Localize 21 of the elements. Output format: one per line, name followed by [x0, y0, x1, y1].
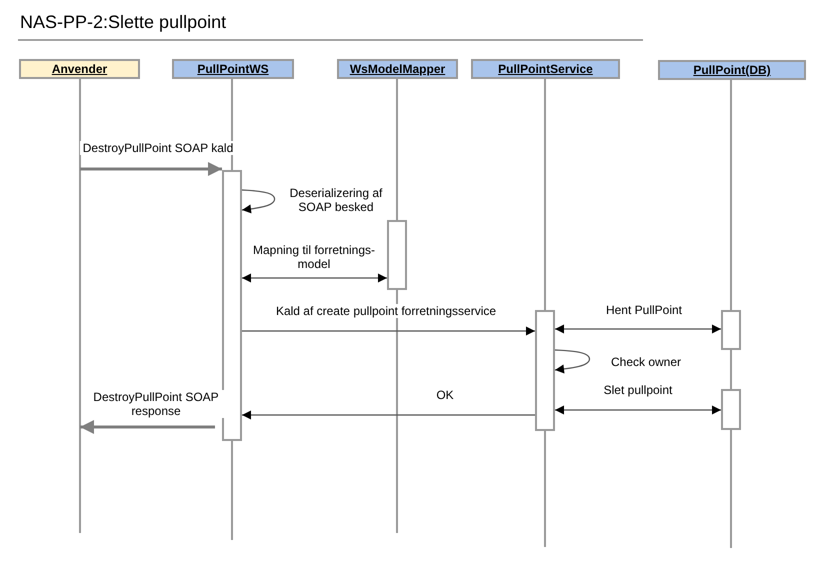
activation-bar — [387, 220, 407, 290]
activation-bar — [535, 310, 555, 431]
diagram-title: NAS-PP-2:Slette pullpoint — [20, 12, 226, 33]
message-arrow — [555, 324, 721, 334]
message-label: DestroyPullPoint SOAP kald — [80, 141, 236, 155]
lifeline-header: PullPoint(DB) — [658, 60, 806, 80]
activation-bar — [222, 170, 242, 441]
message-arrow — [80, 420, 215, 434]
lifeline-header: PullPointService — [471, 59, 620, 79]
lifeline-header: WsModelMapper — [337, 59, 458, 79]
self-message-arrow — [554, 349, 590, 374]
lifeline-header: PullPointWS — [172, 59, 294, 79]
message-arrow — [242, 274, 387, 282]
message-arrow — [80, 162, 222, 176]
message-arrow — [555, 406, 721, 414]
lifeline-header: Anvender — [19, 59, 140, 79]
self-message-arrow — [242, 189, 276, 214]
message-arrow — [242, 326, 535, 336]
activation-bar — [721, 389, 741, 430]
activation-bar — [721, 310, 741, 350]
message-arrow — [242, 410, 535, 420]
